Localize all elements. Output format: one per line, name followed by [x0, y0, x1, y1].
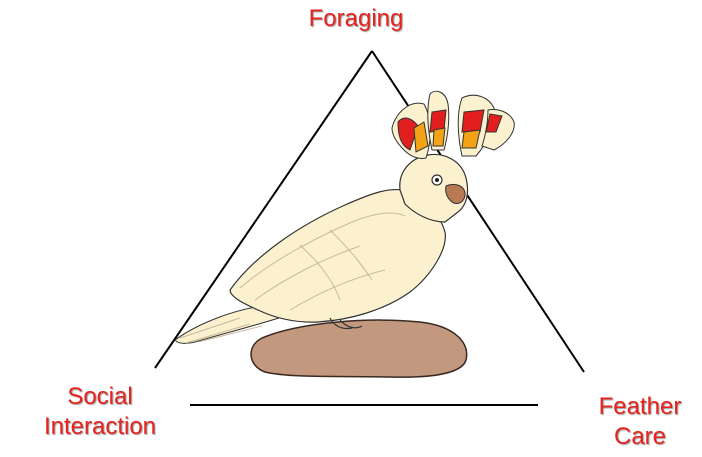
label-feather-line1: Feather	[540, 392, 702, 422]
label-feather-care: Feather Care	[540, 392, 702, 452]
rock	[251, 320, 467, 377]
label-social-line2: Interaction	[0, 412, 200, 442]
label-social-interaction: Social Interaction	[0, 382, 200, 442]
cockatoo-on-rock-icon	[175, 91, 514, 377]
label-foraging-text: Foraging	[256, 4, 456, 34]
label-social-line1: Social	[0, 382, 200, 412]
label-feather-line2: Care	[540, 422, 702, 452]
label-foraging: Foraging	[256, 4, 456, 34]
bird-crest	[392, 91, 514, 158]
